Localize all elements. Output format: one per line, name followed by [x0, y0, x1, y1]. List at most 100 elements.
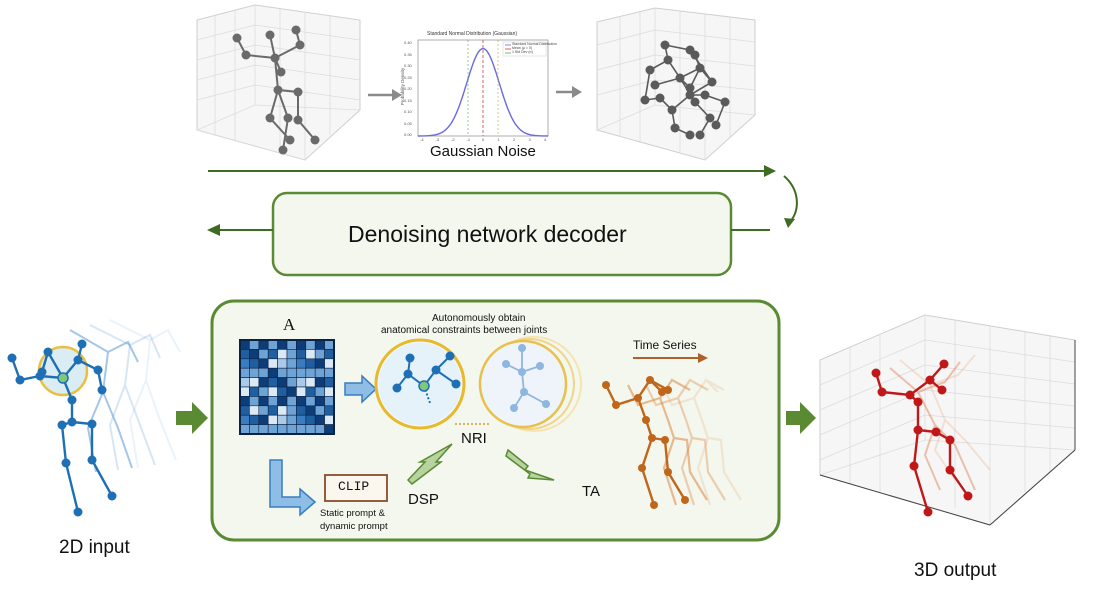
arrow-to-gaussian [368, 89, 402, 101]
gaussian-y-tick: 0.00 [404, 132, 412, 137]
gaussian-x-tick: 4 [544, 137, 547, 142]
matrix-cell [277, 405, 288, 416]
matrix-cell [258, 386, 269, 397]
matrix-cell [258, 424, 269, 435]
gaussian-y-tick: 0.20 [404, 86, 412, 91]
matrix-cell [249, 349, 260, 360]
matrix-cell [296, 358, 307, 369]
gaussian-x-tick: -1 [466, 137, 471, 142]
matrix-cell [267, 414, 278, 425]
matrix-cell [324, 377, 335, 388]
matrix-cell [249, 405, 260, 416]
gaussian-x-tick: 0 [482, 137, 485, 142]
matrix-cell [296, 339, 307, 350]
matrix-cell [249, 414, 260, 425]
gaussian-legend-2: Mean (μ = 0) [512, 46, 533, 50]
matrix-cell [314, 349, 325, 360]
gaussian-x-tick: -2 [451, 137, 455, 142]
matrix-cell [277, 339, 288, 350]
matrix-cell [314, 339, 325, 350]
matrix-cell [249, 339, 260, 350]
matrix-cell [267, 377, 278, 388]
matrix-cell [258, 358, 269, 369]
matrix-cell [239, 339, 250, 350]
module-to-output-arrow [786, 402, 816, 434]
matrix-cell [249, 386, 260, 397]
temporal-skeleton-sequence [602, 376, 742, 509]
arrow-to-noisy [556, 86, 582, 98]
gaussian-noise-plot [417, 39, 549, 137]
matrix-cell [239, 377, 250, 388]
matrix-cell [286, 349, 297, 360]
matrix-cell [305, 424, 316, 435]
decoder-box [271, 191, 733, 277]
matrix-cell [314, 367, 325, 378]
matrix-cell [277, 424, 288, 435]
matrix-cell [305, 349, 316, 360]
gaussian-x-tick: 1 [497, 137, 500, 142]
matrix-cell [277, 396, 288, 407]
nri-caption-line1: Autonomously obtain [432, 313, 526, 324]
matrix-cell [314, 414, 325, 425]
matrix-cell [324, 414, 335, 425]
matrix-cell [324, 424, 335, 435]
matrix-cell [296, 386, 307, 397]
matrix-cell [258, 377, 269, 388]
matrix-cell [249, 367, 260, 378]
ta-label: TA [582, 483, 601, 500]
gaussian-y-tick: 0.05 [404, 120, 412, 126]
matrix-cell [239, 367, 250, 378]
matrix-cell [305, 367, 316, 378]
forward-diffusion-arrow [208, 165, 798, 228]
matrix-cell [258, 396, 269, 407]
matrix-cell [324, 396, 335, 407]
matrix-cell [258, 339, 269, 350]
matrix-cell [239, 386, 250, 397]
matrix-cell [286, 414, 297, 425]
matrix-cell [239, 405, 250, 416]
clip-label: CLIP [338, 479, 370, 494]
gaussian-plot-title: Standard Normal Distribution (Gaussian) [427, 31, 518, 37]
decoder-label: Denoising network decoder [348, 221, 627, 247]
matrix-cell [267, 349, 278, 360]
time-series-label: Time Series [633, 338, 697, 352]
matrix-cell [314, 377, 325, 388]
adjacency-matrix [239, 339, 335, 435]
matrix-cell [277, 377, 288, 388]
gaussian-y-tick: 0.35 [404, 51, 412, 57]
clean-pose-3d-plot [196, 4, 361, 161]
matrix-cell [305, 358, 316, 369]
matrix-cell [249, 396, 260, 407]
nri-label: NRI [461, 430, 487, 447]
matrix-cell [239, 396, 250, 407]
matrix-cell [314, 358, 325, 369]
gaussian-legend-1: Standard Normal Distribution [512, 42, 557, 46]
output-3d-plot [819, 314, 1076, 526]
matrix-to-nri-arrow [344, 374, 378, 404]
output-label: 3D output [914, 560, 997, 581]
matrix-cell [239, 414, 250, 425]
gaussian-x-tick: -4 [420, 137, 424, 142]
matrix-cell [258, 414, 269, 425]
gaussian-y-tick: 0.25 [404, 74, 412, 80]
matrix-cell [249, 377, 260, 388]
noisy-pose-3d-plot [596, 7, 756, 161]
matrix-cell [286, 339, 297, 350]
matrix-to-clip-arrow [269, 459, 317, 517]
dsp-label: DSP [408, 491, 439, 508]
matrix-cell [258, 349, 269, 360]
matrix-cell [267, 358, 278, 369]
matrix-cell [249, 358, 260, 369]
gaussian-x-tick: -3 [435, 137, 440, 142]
gaussian-x-tick: 2 [513, 137, 516, 142]
matrix-cell [239, 424, 250, 435]
matrix-cell [267, 396, 278, 407]
gaussian-legend-3: 1 Std Dev (σ) [512, 50, 533, 54]
matrix-cell [267, 339, 278, 350]
gaussian-x-tick: 3 [528, 137, 531, 142]
time-series-arrow [633, 353, 708, 363]
matrix-cell [296, 367, 307, 378]
dsp-lightning-icon [406, 443, 453, 485]
